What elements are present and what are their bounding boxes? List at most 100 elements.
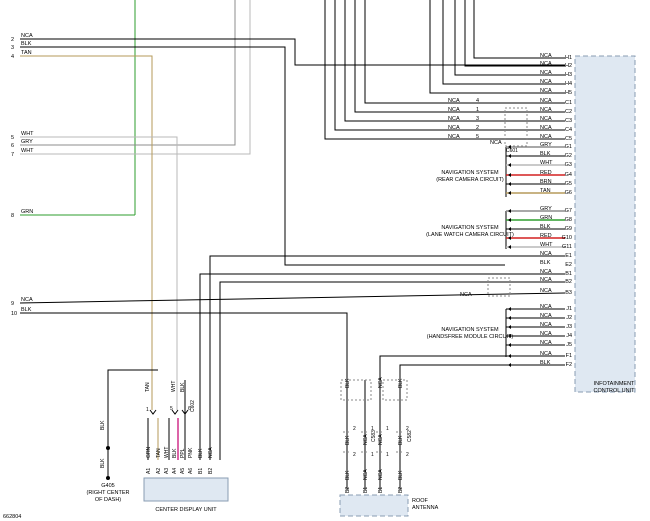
pin-arrow-icon — [508, 245, 511, 249]
pin-arrow-icon — [508, 154, 511, 158]
c601-pin: 4 — [476, 98, 479, 104]
right-pin-id: G2 — [565, 153, 572, 159]
connector-antenna-box-right — [382, 379, 408, 401]
pin-arrow-icon — [508, 182, 511, 186]
antenna-wire-bottom: NCA — [363, 469, 369, 480]
wire-wht-pin7 — [20, 0, 251, 155]
antenna-conn-pin-top: 2 — [353, 426, 356, 432]
ground-desc-line2: OF DASH) — [95, 497, 121, 503]
ground-desc-line1: (RIGHT CENTER — [87, 490, 130, 496]
right-pin-wire: NCA — [540, 134, 552, 140]
right-pin-wire: WHT — [540, 160, 553, 166]
wire-h5 — [429, 0, 565, 94]
circuit-label-handsfree: NAVIGATION SYSTEM — [441, 327, 499, 333]
left-pin-wire: NCA — [21, 33, 33, 39]
left-pin-wire: GRN — [21, 209, 33, 215]
cdu-pin-id: A4 — [172, 468, 178, 474]
right-pin-wire: NCA — [540, 351, 552, 357]
ground-wire-upper: BLK — [100, 420, 106, 430]
left-pin-number: 3 — [11, 45, 14, 51]
cdu-pin-wire: PPL — [180, 448, 186, 458]
left-pin-wire: TAN — [21, 50, 32, 56]
wire-blk-pin10 — [20, 312, 348, 490]
pin-arrow-icon — [508, 363, 511, 367]
wire-tan-pin4 — [20, 55, 153, 410]
antenna-conn-pin-top: 2 — [406, 426, 409, 432]
connector-c601-box — [504, 107, 528, 147]
c601-wire: NCA — [448, 125, 460, 131]
left-pin-wire: NCA — [21, 297, 33, 303]
right-pin-id: J4 — [566, 333, 572, 339]
antenna-wire-mid: NCA — [363, 434, 369, 445]
right-pin-wire: NCA — [540, 79, 552, 85]
cdu-pin1: 1 — [146, 407, 149, 413]
wire-c4 — [334, 0, 565, 131]
antenna-pin-id: B1 — [363, 487, 369, 493]
right-pin-id: C4 — [565, 127, 572, 133]
right-pin-wire: NCA — [540, 53, 552, 59]
cdu-wht-label: WHT — [171, 381, 177, 392]
right-pin-wire: GRY — [540, 142, 552, 148]
antenna-wire-top: BLK — [345, 378, 351, 388]
b3-mid-label: NCA — [460, 292, 472, 298]
control-unit-label-line1: INFOTAINMENT — [594, 381, 635, 387]
pin-arrow-icon — [508, 209, 511, 213]
right-pin-wire: BLK — [540, 360, 551, 366]
ground-wire-lower: BLK — [100, 458, 106, 468]
roof-antenna — [339, 494, 409, 517]
center-display-unit-label: CENTER DISPLAY UNIT — [155, 507, 217, 513]
right-pin-id: G7 — [565, 208, 572, 214]
pin-arrow-icon — [508, 227, 511, 231]
c601-wire: NCA — [448, 116, 460, 122]
c601-pin: 1 — [476, 107, 479, 113]
c601-id: C601 — [506, 148, 518, 154]
pin-arrow-icon — [508, 163, 511, 167]
wire-blk-pin3 — [20, 46, 505, 266]
ground-node — [106, 446, 110, 450]
pin-arrow-icon — [508, 334, 511, 338]
right-pin-wire: GRN — [540, 215, 552, 221]
ground-point — [106, 476, 110, 480]
right-pin-wire: NCA — [540, 61, 552, 67]
c601-wire-5b: NCA — [490, 140, 502, 146]
right-pin-id: J2 — [566, 315, 572, 321]
antenna-conn-right-id: C582 — [407, 430, 413, 442]
left-pin-wire: BLK — [21, 307, 32, 313]
antenna-conn-pin-bottom: 1 — [371, 452, 374, 458]
wire-nca-pin2 — [20, 38, 565, 66]
antenna-wire-bottom: NCA — [378, 469, 384, 480]
right-pin-id: G9 — [565, 226, 572, 232]
antenna-conn-pin-bottom: 2 — [353, 452, 356, 458]
infotainment-control-unit — [574, 55, 636, 393]
roof-antenna-label-line1: ROOF — [412, 498, 429, 504]
right-pin-wire: RED — [540, 170, 552, 176]
antenna-wire-bottom: BLK — [345, 470, 351, 480]
cdu-pin-id: A6 — [188, 468, 194, 474]
right-pin-wire: BLK — [540, 224, 551, 230]
roof-antenna-label-line2: ANTENNA — [412, 505, 439, 511]
right-pin-wire: NCA — [540, 277, 552, 283]
right-pin-wire: NCA — [540, 313, 552, 319]
c601-pin: 3 — [476, 116, 479, 122]
antenna-conn-pin-top: 1 — [371, 426, 374, 432]
right-pin-id: J1 — [566, 306, 572, 312]
connector-b-box — [487, 277, 511, 297]
right-pin-id: G11 — [562, 244, 572, 250]
right-pin-id: G1 — [565, 144, 572, 150]
wire-h2 — [464, 0, 565, 67]
antenna-wire-mid: BLK — [345, 435, 351, 445]
ground-id: G405 — [101, 483, 114, 489]
antenna-pin-id: B2 — [345, 487, 351, 493]
right-pin-id: C2 — [565, 109, 572, 115]
cdu-pin-id: A1 — [146, 468, 152, 474]
wire-e1 — [209, 255, 565, 460]
right-pin-wire: NCA — [540, 116, 552, 122]
wire-b3 — [19, 292, 566, 304]
circuit-sublabel-rear_camera: (REAR CAMERA CIRCUIT) — [436, 177, 504, 183]
c601-pin: 2 — [476, 125, 479, 131]
wire-ground — [107, 369, 158, 478]
cdu-pin-wire: TAN — [156, 448, 162, 458]
right-pin-id: B3 — [565, 290, 572, 296]
cdu-pin-wire: GRN — [146, 447, 152, 459]
right-pin-wire: BRN — [540, 179, 552, 185]
